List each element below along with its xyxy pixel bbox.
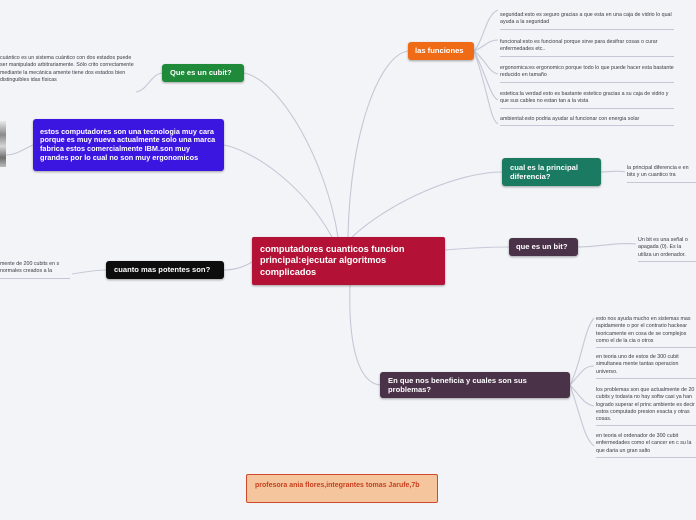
connector-center-bit	[444, 246, 510, 251]
credits-note[interactable]: profesora ania flores,integrantes tomas …	[246, 474, 438, 503]
topic-ibm-description[interactable]: estos computadores son una tecnologia mu…	[33, 119, 224, 171]
connector-bit-text	[577, 243, 637, 248]
connector-center-funciones	[347, 50, 409, 238]
subtopic-text: estetica:la verdad esto es bastante este…	[500, 91, 669, 105]
subtopic-ergonomica[interactable]: ergonomica:es ergonomico porque todo lo …	[500, 65, 674, 83]
quantum-computer-photo	[0, 121, 6, 167]
subtopic-text: Un bit es una señal o apagada (0). Es la…	[638, 237, 688, 258]
connector-center-ibm	[223, 144, 333, 238]
subtopic-seguridad[interactable]: seguridad:esto es seguro gracias a que e…	[500, 12, 674, 30]
subtopic-text: los problemas son que actualmente de 20 …	[596, 387, 695, 423]
subtopic-beneficio-300-cubits[interactable]: en teoria uno de estos de 300 cubit simu…	[596, 354, 696, 379]
subtopic-text: en teoria uno de estos de 300 cubit simu…	[596, 354, 679, 375]
subtopic-problemas[interactable]: los problemas son que actualmente de 20 …	[596, 387, 696, 427]
topic-label: que es un bit?	[516, 242, 568, 252]
subtopic-cubit-definition[interactable]: cuántico es un sistema cuántico con dos …	[0, 55, 136, 86]
subtopic-enfermedades[interactable]: en teoria el ordenador de 300 cubit enfe…	[596, 433, 696, 458]
topic-label: cuanto mas potentes son?	[114, 265, 211, 275]
topic-label: Que es un cubit?	[170, 68, 232, 78]
connector-ibm-photo	[5, 144, 34, 156]
central-topic[interactable]: computadores cuanticos funcion principal…	[252, 237, 445, 285]
credits-text: profesora ania flores,integrantes tomas …	[255, 482, 420, 489]
subtopic-text: ambiental:esto podria ayudar al funciona…	[500, 116, 640, 122]
subtopic-text: mente de 200 cubits en s normales creado…	[0, 261, 60, 275]
topic-beneficios-problemas[interactable]: En que nos beneficia y cuales son sus pr…	[380, 372, 570, 398]
subtopic-text: funcional:esto es funcional porque sirve…	[500, 39, 658, 53]
connector-center-beneficios	[349, 284, 381, 386]
subtopic-text: seguridad:esto es seguro gracias a que e…	[500, 12, 672, 26]
topic-las-funciones[interactable]: las funciones	[408, 42, 474, 60]
topic-cuanto-mas-potentes[interactable]: cuanto mas potentes son?	[106, 261, 224, 279]
topic-label: estos computadores son una tecnologia mu…	[40, 126, 216, 162]
connector-beneficios-items	[569, 317, 595, 447]
central-topic-title: computadores cuanticos funcion principal…	[260, 244, 405, 277]
connector-center-qubit	[243, 72, 339, 238]
connector-qubit-text	[135, 72, 163, 93]
subtopic-estetica[interactable]: estetica:la verdad esto es bastante este…	[500, 91, 674, 109]
topic-que-es-un-cubit[interactable]: Que es un cubit?	[162, 64, 244, 82]
subtopic-potentes-text[interactable]: mente de 200 cubits en s normales creado…	[0, 261, 70, 279]
connector-funciones-items	[473, 9, 499, 125]
subtopic-beneficio-ayuda[interactable]: esto nos ayuda mucho en sistemas mas rap…	[596, 316, 696, 349]
topic-label: las funciones	[415, 46, 464, 56]
topic-label: cual es la principal diferencia?	[510, 162, 578, 181]
connector-diferencia-text	[600, 170, 626, 173]
topic-label: En que nos beneficia y cuales son sus pr…	[388, 375, 527, 394]
subtopic-ambiental[interactable]: ambiental:esto podria ayudar al funciona…	[500, 116, 674, 127]
topic-que-es-un-bit[interactable]: que es un bit?	[509, 238, 578, 256]
topic-principal-diferencia[interactable]: cual es la principal diferencia?	[502, 158, 601, 186]
connector-center-diferencia	[351, 171, 503, 238]
subtopic-bit-text[interactable]: Un bit es una señal o apagada (0). Es la…	[638, 237, 696, 262]
connector-center-potentes	[223, 261, 253, 271]
subtopic-text: la principal diferencia e en bits y un c…	[627, 165, 689, 179]
connector-potentes-text	[71, 269, 107, 275]
subtopic-diferencia-text[interactable]: la principal diferencia e en bits y un c…	[627, 165, 696, 183]
subtopic-text: en teoria el ordenador de 300 cubit enfe…	[596, 433, 692, 454]
subtopic-text: ergonomica:es ergonomico porque todo lo …	[500, 65, 674, 79]
subtopic-text: cuántico es un sistema cuántico con dos …	[0, 55, 134, 83]
subtopic-funcional[interactable]: funcional:esto es funcional porque sirve…	[500, 39, 674, 57]
subtopic-text: esto nos ayuda mucho en sistemas mas rap…	[596, 316, 691, 344]
